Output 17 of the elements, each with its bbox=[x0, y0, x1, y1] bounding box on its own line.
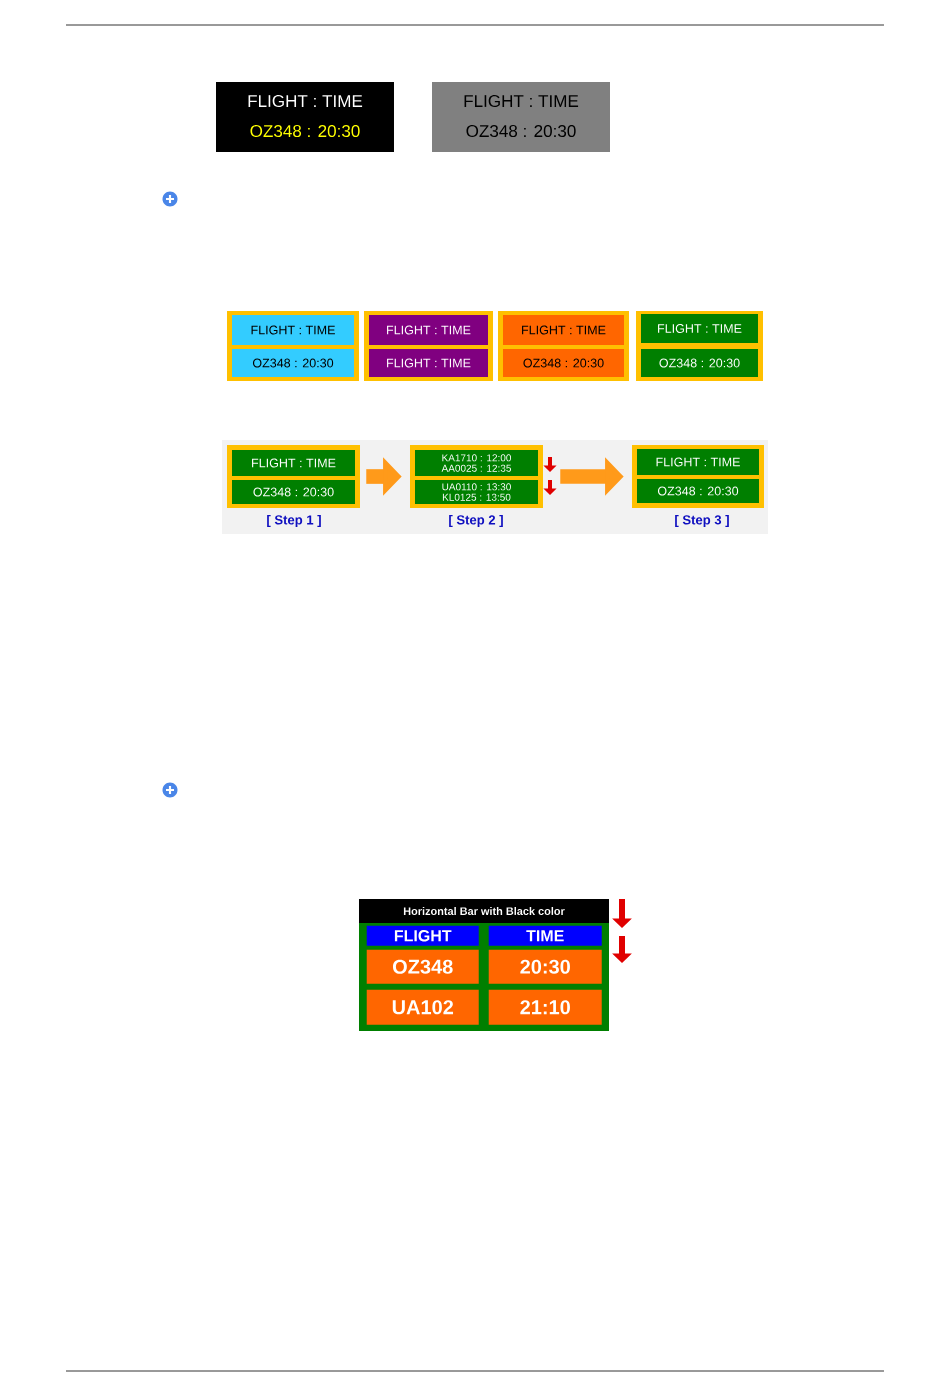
flight-panel: KA1710 : 12:00 AA0025 : 12:35 UA0110 : 13:30 KL0125 : 13:50 bbox=[410, 445, 557, 508]
step-label: [ Step 3 ] bbox=[675, 514, 729, 528]
table-cell: UA102 bbox=[366, 989, 479, 1025]
table-cell: OZ348 bbox=[366, 949, 479, 984]
flight-display: FLIGHT : TIME OZ348 : 20:30 bbox=[216, 82, 394, 152]
step-label: [ Step 2 ] bbox=[449, 514, 503, 528]
flight-panel: FLIGHT : TIME OZ348 : 20:30 bbox=[227, 445, 360, 508]
flight-panel: FLIGHT : TIME OZ348 : 20:30 bbox=[632, 445, 764, 508]
flight-panel: FLIGHT : TIME OZ348 : 20:30 bbox=[636, 311, 763, 381]
caption-bar: Horizontal Bar with Black color bbox=[359, 899, 609, 923]
flight-panel: FLIGHT : TIME FLIGHT : TIME bbox=[364, 311, 493, 381]
table-cell: 21:10 bbox=[488, 989, 602, 1025]
table-cell: 20:30 bbox=[488, 949, 602, 984]
flight-panel: FLIGHT : TIME OZ348 : 20:30 bbox=[227, 311, 359, 381]
step-label: [ Step 1 ] bbox=[267, 514, 321, 528]
flight-panel: FLIGHT : TIME OZ348 : 20:30 bbox=[498, 311, 629, 381]
flight-display: FLIGHT : TIME OZ348 : 20:30 bbox=[432, 82, 610, 152]
